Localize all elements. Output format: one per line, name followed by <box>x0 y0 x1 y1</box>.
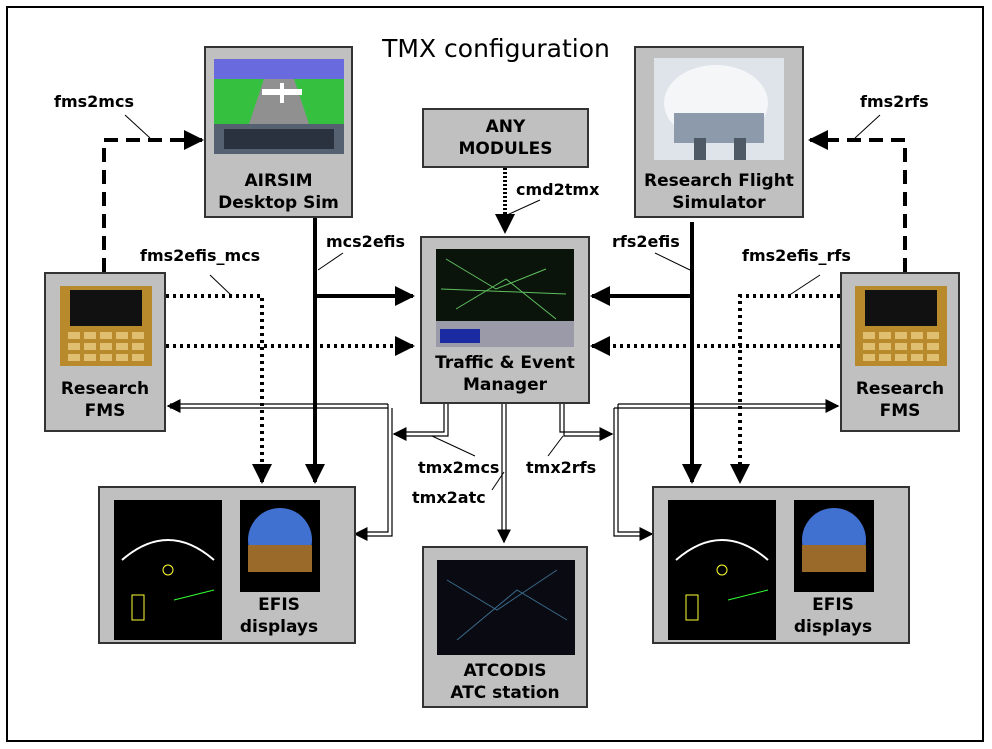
efis-right-pfd-image <box>794 500 874 592</box>
fms2efis-mcs-label: fms2efis_mcs <box>140 246 261 265</box>
fms2rfs-link <box>808 130 907 272</box>
diagram-title: TMX configuration <box>382 34 610 63</box>
fms-right-image <box>855 286 947 366</box>
fms2mcs-link <box>102 130 204 272</box>
rfs-image <box>654 58 784 160</box>
tmx-screen-image <box>436 249 574 347</box>
fms2efis-mcs-link <box>166 294 272 484</box>
efis-left-nd-image <box>114 500 222 640</box>
tmx2rfs-label: tmx2rfs <box>526 458 597 477</box>
cmd2tmx-label: cmd2tmx <box>516 180 600 199</box>
tmx2atc-link <box>501 404 507 535</box>
efis-left-pfd-image <box>240 500 320 592</box>
efis-right-nd-image <box>668 500 776 640</box>
fms2efis-rfs-label: fms2efis_rfs <box>742 246 851 265</box>
tmx2mcs-link <box>170 403 449 537</box>
tmx2mcs-label: tmx2mcs <box>418 458 500 477</box>
fms2rfs-label: fms2rfs <box>860 92 929 111</box>
mcs2efis-label: mcs2efis <box>326 232 406 251</box>
tmx2rfs-link <box>559 403 830 537</box>
atcodis-screen-image <box>437 560 575 655</box>
airsim-screen-image <box>214 59 344 154</box>
fms-left-image <box>60 286 152 366</box>
fms2efis-rfs-link <box>730 294 840 484</box>
rfs2efis-label: rfs2efis <box>612 232 680 251</box>
tmx2atc-label: tmx2atc <box>412 488 486 507</box>
diagram-frame <box>6 6 984 742</box>
fms2mcs-label: fms2mcs <box>54 92 134 111</box>
